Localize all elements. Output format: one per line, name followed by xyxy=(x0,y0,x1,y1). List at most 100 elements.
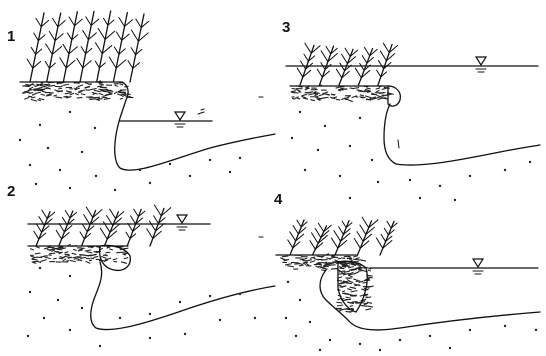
root-stroke xyxy=(317,264,322,265)
root-stroke xyxy=(101,256,106,258)
soil-dot xyxy=(371,159,373,161)
root-stroke xyxy=(59,86,62,88)
root-stroke xyxy=(349,260,352,261)
root-stroke xyxy=(49,253,55,254)
root-stroke xyxy=(356,258,360,259)
root-stroke xyxy=(319,94,324,96)
soil-dot xyxy=(324,125,326,127)
soil-dot xyxy=(299,299,301,301)
root-stroke xyxy=(331,268,338,269)
reed-vegetation-icon xyxy=(297,43,397,85)
root-stroke xyxy=(31,99,37,101)
root-stroke xyxy=(78,85,83,87)
reed-branch xyxy=(354,238,360,248)
root-stroke xyxy=(324,92,328,94)
reed-stem xyxy=(150,208,164,246)
reed-branch xyxy=(387,221,391,228)
soil-dot xyxy=(149,313,151,315)
reed-stem xyxy=(80,11,94,82)
panel-2: 2 xyxy=(7,183,275,347)
soil-dot xyxy=(99,345,101,347)
reed-branch xyxy=(360,225,366,235)
root-stroke xyxy=(338,258,341,259)
reed-branch xyxy=(147,229,153,239)
root-mat xyxy=(291,85,394,102)
root-stroke xyxy=(350,306,353,307)
root-stroke xyxy=(302,260,307,261)
root-stroke xyxy=(299,265,304,266)
soil-dot xyxy=(439,185,441,187)
root-stroke xyxy=(310,100,314,101)
soil-dot xyxy=(219,319,221,321)
soil-dot xyxy=(291,137,293,139)
root-stroke xyxy=(48,255,51,256)
root-stroke xyxy=(29,87,33,89)
root-stroke xyxy=(317,256,323,257)
root-stroke xyxy=(22,86,29,87)
soil-dot xyxy=(319,349,321,351)
root-stroke xyxy=(361,289,364,290)
root-stroke xyxy=(285,264,292,265)
panel-4: 4 xyxy=(274,191,540,351)
soil-dots xyxy=(27,267,256,347)
reed-branch xyxy=(46,44,53,55)
root-stroke xyxy=(70,93,74,95)
reed-branch xyxy=(317,69,322,77)
root-stroke xyxy=(366,88,371,89)
root-stroke xyxy=(74,88,77,89)
reed-branch xyxy=(109,57,116,68)
root-stroke xyxy=(63,84,69,85)
soil-dot xyxy=(81,151,83,153)
reed-stem xyxy=(30,13,44,82)
soil-dot xyxy=(295,335,297,337)
soil-dot xyxy=(239,157,241,159)
soil-dot xyxy=(35,183,37,185)
root-stroke xyxy=(65,93,71,94)
drip-line xyxy=(398,140,399,148)
root-stroke xyxy=(364,295,367,296)
root-stroke xyxy=(351,290,358,292)
soil-dot xyxy=(169,163,171,165)
root-stroke xyxy=(346,283,352,284)
reed-branch xyxy=(304,54,308,61)
water-level-triangle xyxy=(473,259,483,267)
reed-stem xyxy=(82,210,96,246)
reed-branch xyxy=(116,32,121,40)
root-stroke xyxy=(329,265,336,266)
soil-dot xyxy=(299,111,301,113)
soil-dot xyxy=(469,329,471,331)
reed-branch xyxy=(134,209,139,216)
root-stroke xyxy=(90,258,94,259)
soil-dot xyxy=(47,147,49,149)
reed-branch xyxy=(83,31,89,40)
root-stroke xyxy=(349,275,353,277)
reed-branch xyxy=(290,232,296,241)
soil-dot xyxy=(179,301,181,303)
panel-label-2: 2 xyxy=(7,183,15,200)
reed-branch xyxy=(288,240,293,248)
reed-branch xyxy=(81,47,85,54)
root-stroke xyxy=(341,98,345,100)
root-stroke xyxy=(37,100,40,101)
reed-stem xyxy=(339,49,353,85)
reed-branch xyxy=(340,63,345,71)
root-stroke xyxy=(305,87,309,88)
reed-branch xyxy=(376,238,382,248)
soil-dots xyxy=(19,111,241,191)
reed-branch xyxy=(60,58,66,68)
soil-dot xyxy=(469,175,471,177)
reed-branch xyxy=(63,44,69,54)
root-stroke xyxy=(352,287,356,288)
soil-dot xyxy=(69,329,71,331)
soil-dot xyxy=(429,335,431,337)
reed-branch xyxy=(154,216,159,224)
reed-branch xyxy=(86,17,91,26)
root-stroke xyxy=(77,97,83,98)
root-stroke xyxy=(24,97,29,99)
soil-dot xyxy=(139,169,141,171)
root-stroke xyxy=(337,305,343,306)
soil-dot xyxy=(349,145,351,147)
reed-branch xyxy=(119,17,125,26)
reed-branch xyxy=(342,54,348,63)
root-stroke xyxy=(59,258,63,259)
